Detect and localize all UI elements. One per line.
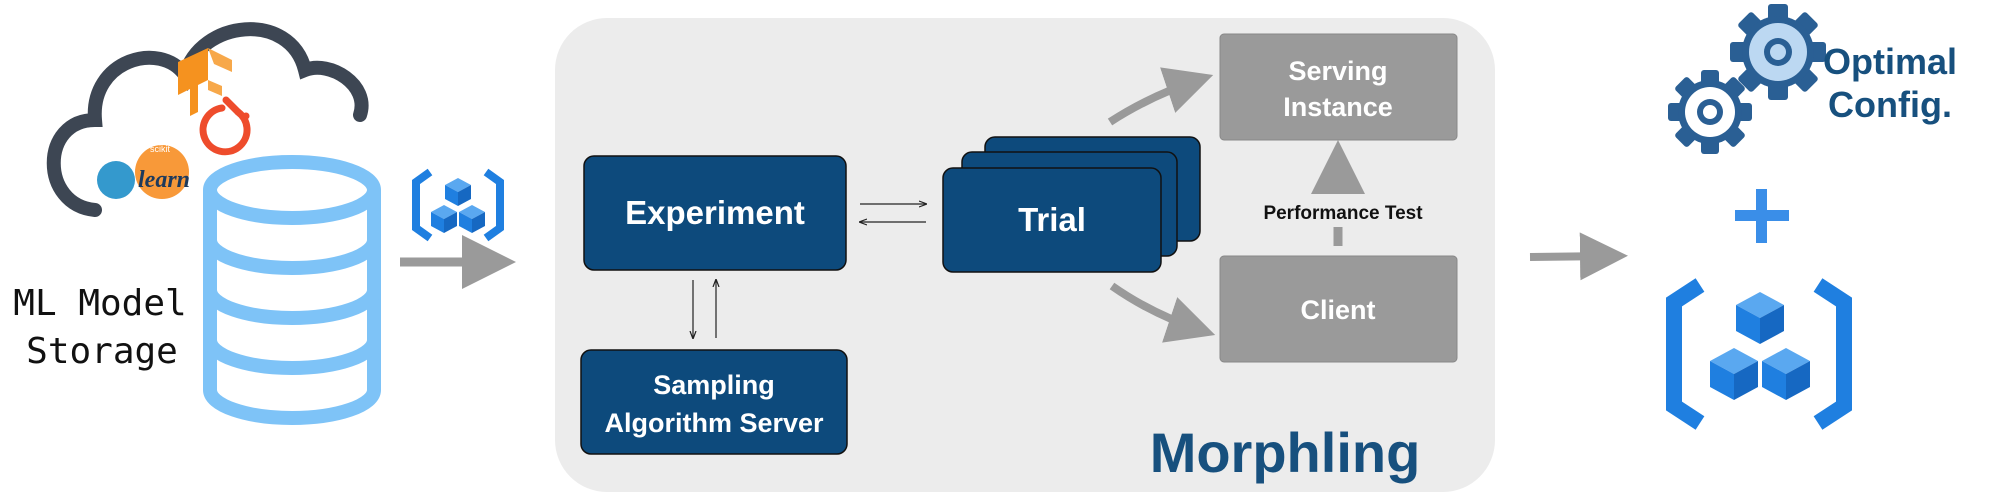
database-icon: [203, 155, 381, 425]
storage-label-line2: Storage: [26, 331, 178, 372]
morphling-title: Morphling: [1150, 421, 1421, 484]
kubernetes-cube-icon-large: [1666, 278, 1852, 430]
scikit-small-text: scikit: [150, 144, 170, 154]
performance-test-label: Performance Test: [1263, 203, 1423, 224]
gear-icon-large: [1730, 4, 1826, 100]
learn-text: learn: [138, 167, 190, 193]
tensorflow-icon: [178, 48, 232, 116]
optimal-label-line1: Optimal: [1823, 41, 1957, 82]
serving-label-line1: Serving: [1288, 56, 1387, 86]
experiment-box: [583, 155, 847, 271]
trial-box: [942, 167, 1162, 273]
sampling-label-line1: Sampling: [653, 370, 775, 400]
experiment-label: Experiment: [625, 194, 805, 231]
trial-to-client-arrow: [1109, 282, 1216, 343]
gear-icon-small: [1668, 70, 1752, 154]
client-label: Client: [1300, 295, 1375, 325]
optimal-label-line2: Config.: [1828, 84, 1952, 125]
trial-stack: [942, 136, 1201, 273]
serving-label-line2: Instance: [1283, 92, 1393, 122]
trial-label: Trial: [1018, 201, 1086, 238]
storage-label-line1: ML Model: [13, 283, 186, 324]
sampling-server-box: [580, 349, 848, 455]
sampling-label-line2: Algorithm Server: [604, 408, 824, 438]
scikit-learn-icon: scikit learn: [97, 144, 190, 199]
serving-instance-box: [1219, 33, 1458, 141]
trial-to-serving-arrow: [1107, 67, 1214, 126]
pytorch-icon: [199, 96, 251, 156]
output-arrow: [1529, 232, 1628, 281]
kubernetes-cube-icon-small: [412, 168, 504, 242]
plus-icon: [1735, 189, 1789, 243]
client-box: [1219, 255, 1458, 363]
